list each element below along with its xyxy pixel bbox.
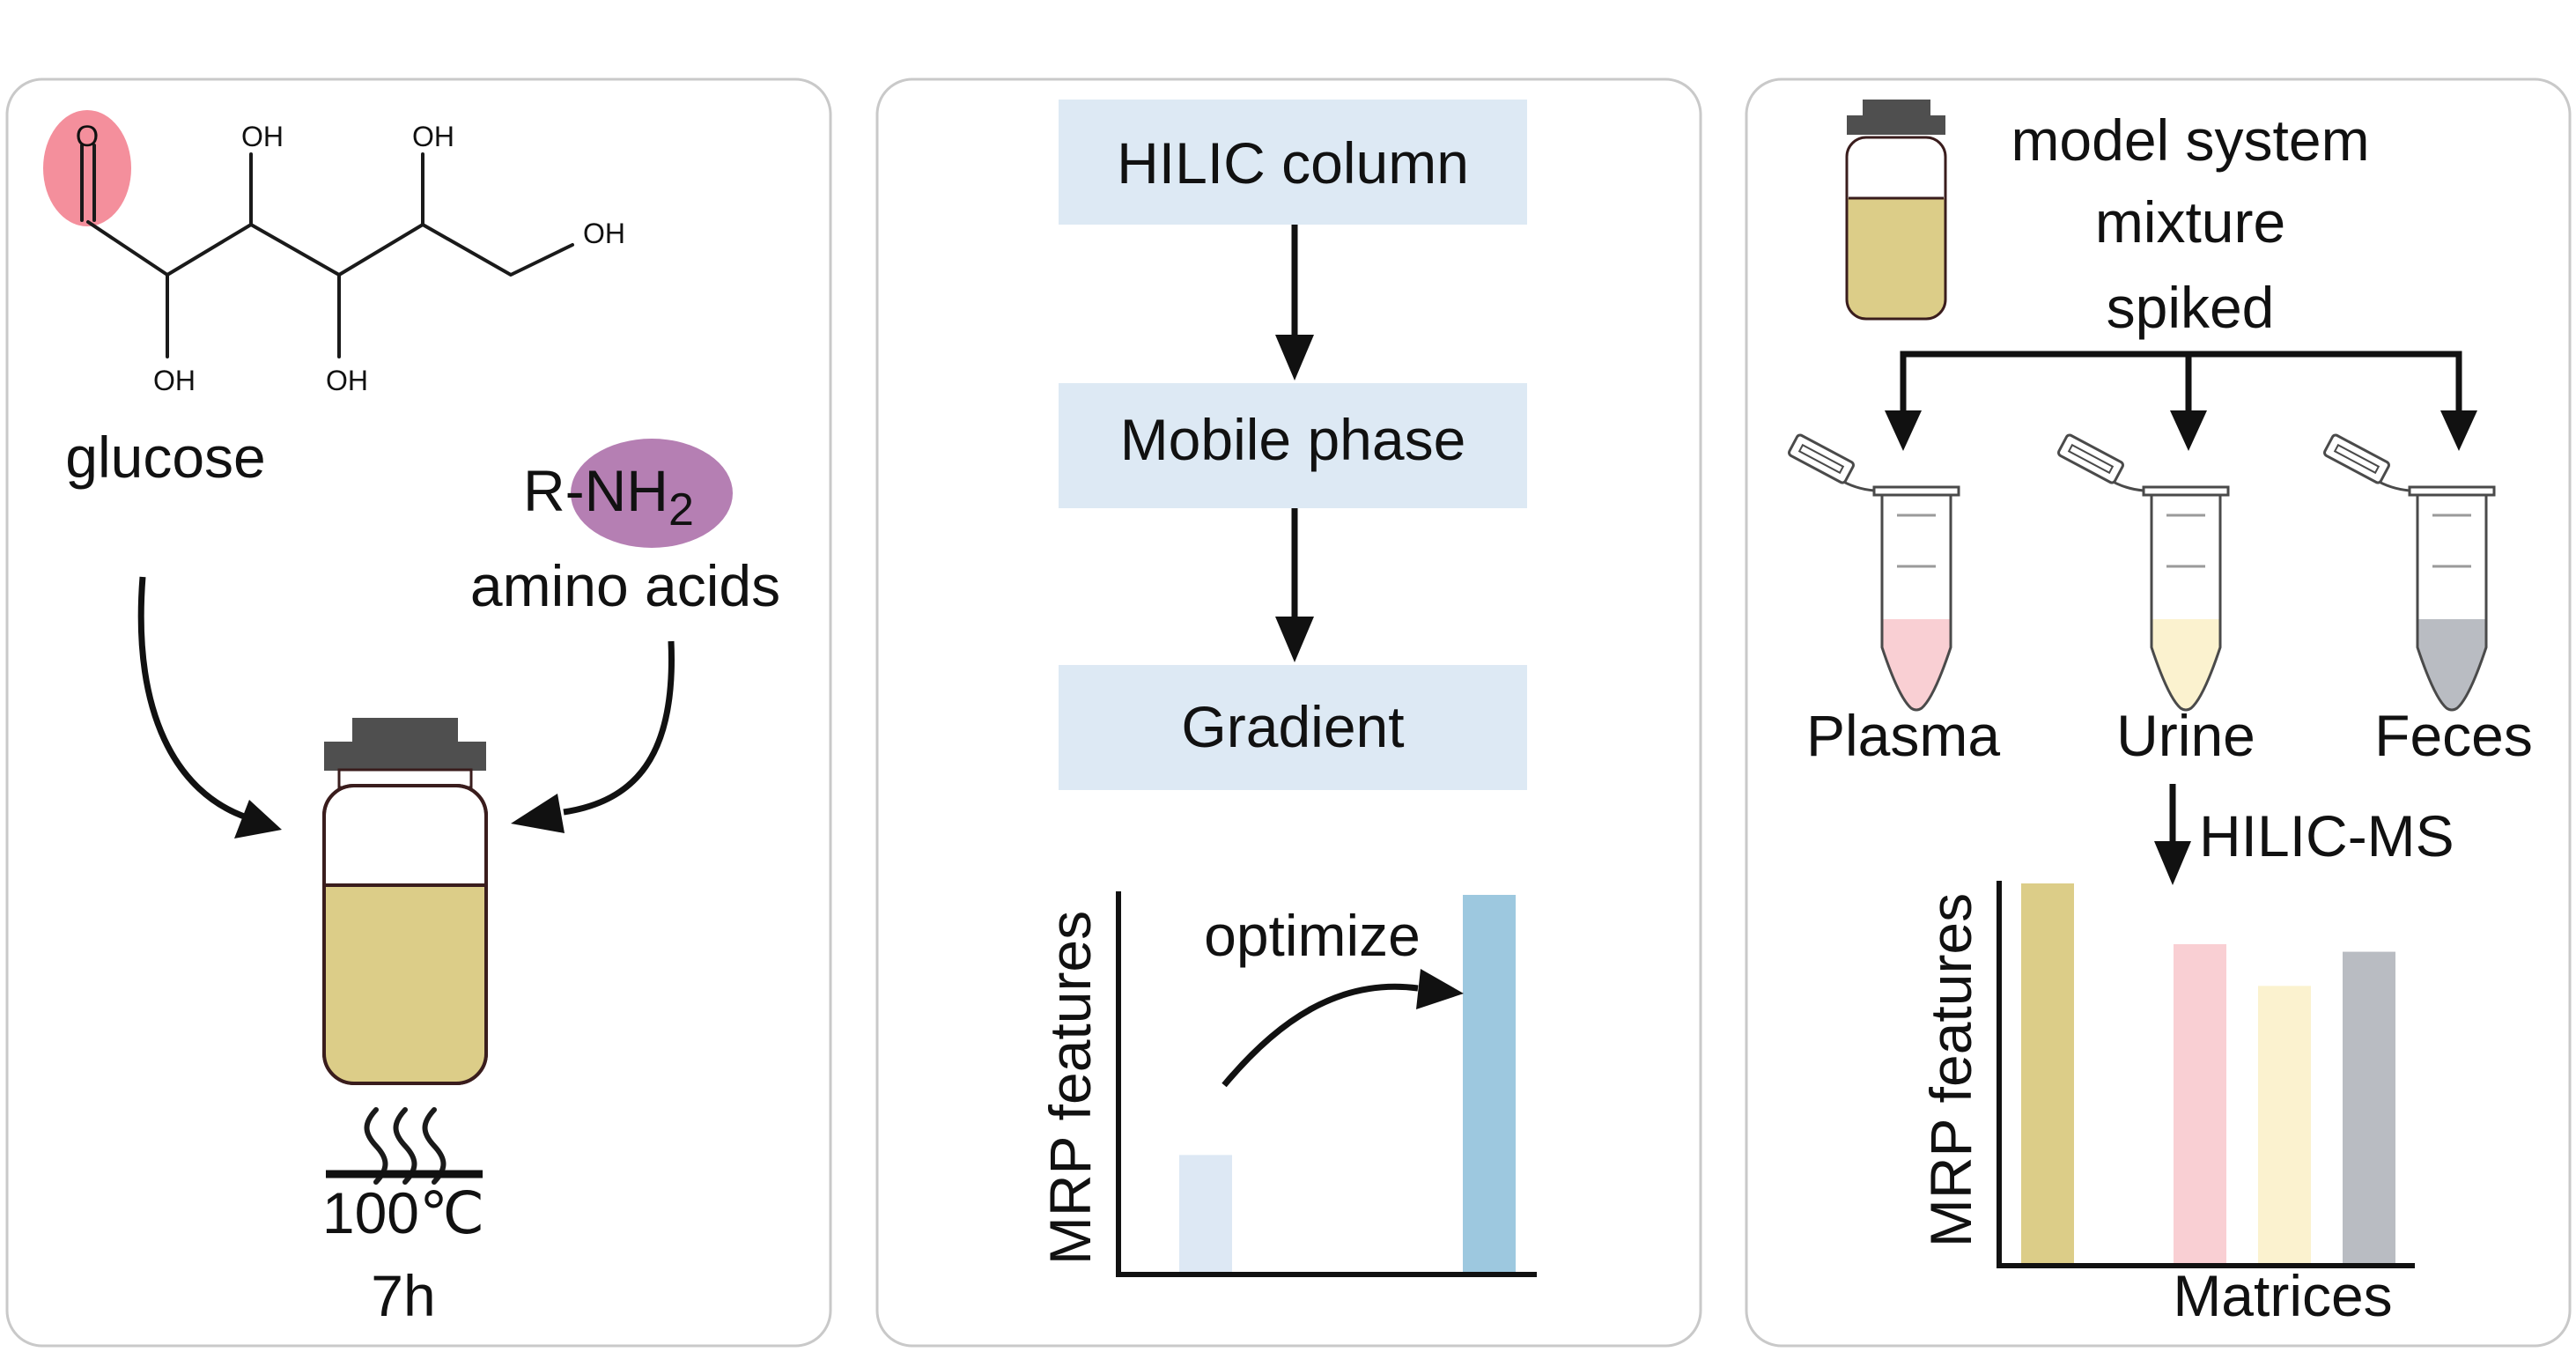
hilic-ms-label: HILIC-MS — [2199, 803, 2454, 868]
oh-label: OH — [326, 365, 368, 396]
bar-feces — [2343, 951, 2395, 1263]
aldehyde-highlight — [43, 110, 131, 226]
carbonyl-double-bond — [80, 144, 96, 222]
glucose-to-vial-arrow — [137, 576, 248, 821]
vial-cap — [324, 742, 486, 771]
step-hilic-column: HILIC column — [1117, 130, 1469, 196]
step-box-gradient — [1059, 665, 1527, 790]
glucose-structure: O OH OH OH OH OH — [43, 110, 625, 396]
arrow-head — [511, 794, 565, 833]
feces-tube — [2323, 433, 2496, 712]
heat-icon — [326, 1107, 483, 1185]
step-box-mobile-phase — [1059, 383, 1527, 508]
arrow-head — [1275, 617, 1314, 662]
tube-body — [1880, 492, 1952, 712]
vial-cap-top — [1863, 100, 1930, 117]
oxygen-label: O — [76, 120, 99, 153]
oh-label: OH — [412, 121, 454, 152]
arrow-head — [234, 800, 282, 839]
amine-prefix: R-NH — [523, 458, 668, 523]
amino-acids-label: amino acids — [470, 553, 780, 618]
amine-subscript: 2 — [668, 484, 694, 536]
optimize-label: optimize — [1204, 903, 1421, 968]
arrow-head — [2170, 410, 2207, 451]
optimization-chart: MRP features optimize — [1037, 891, 1537, 1277]
amine-highlight — [571, 439, 733, 548]
arrow-head — [1275, 335, 1314, 380]
tube-liquid — [2417, 619, 2486, 710]
step-mobile-phase: Mobile phase — [1120, 407, 1466, 472]
tube-body — [2150, 492, 2222, 712]
matrices-chart: MRP features Matrices — [1918, 881, 2415, 1328]
tube-rim — [2408, 485, 2496, 497]
urine-tube — [2057, 433, 2230, 712]
arrow-head — [2154, 841, 2191, 885]
sample-tubes — [1788, 433, 2496, 712]
amine-formula: R-NH2 — [523, 458, 694, 536]
bar-optimized — [1463, 895, 1516, 1272]
x-axis-label: Matrices — [2173, 1263, 2392, 1328]
bar-urine — [2258, 986, 2311, 1263]
split-arrows — [1885, 351, 2477, 451]
optimize-arrow — [1222, 983, 1419, 1088]
chart-axes — [1997, 881, 2415, 1268]
chart-axes — [1116, 891, 1537, 1277]
temperature-label: 100℃ — [322, 1180, 484, 1245]
arrow-head — [2440, 410, 2477, 451]
duration-label: 7h — [371, 1263, 435, 1328]
bar-model-system — [2021, 883, 2074, 1263]
oh-label: OH — [583, 218, 625, 249]
tube-label-urine: Urine — [2116, 703, 2255, 768]
plasma-tube — [1788, 433, 1960, 712]
tube-lid — [2057, 433, 2124, 484]
oh-label: OH — [241, 121, 284, 152]
tube-label-feces: Feces — [2374, 703, 2533, 768]
hydroxyl-bonds — [166, 152, 424, 358]
vial-outline — [1845, 136, 1947, 321]
step-box-hilic-column — [1059, 100, 1527, 225]
vial-liquid — [1847, 198, 1945, 319]
vial-text-line-2: mixture — [2095, 189, 2285, 255]
reaction-vial — [322, 718, 488, 1085]
y-axis-label: MRP features — [1037, 911, 1103, 1265]
glucose-label: glucose — [65, 425, 266, 490]
arrow-head — [1885, 410, 1922, 451]
amino-acids-to-vial-arrow — [563, 640, 675, 816]
vial-outline — [322, 784, 488, 1085]
arrow-head — [1416, 969, 1464, 1009]
vial-liquid — [324, 885, 486, 1083]
tube-lid — [1788, 433, 1855, 484]
vial-cap-top — [352, 718, 458, 744]
tube-liquid — [1882, 619, 1951, 710]
vial-text-line-3: spiked — [2107, 275, 2275, 340]
y-axis-label: MRP features — [1918, 893, 1983, 1247]
vial-cap — [1847, 115, 1945, 135]
tube-liquid — [2152, 619, 2220, 710]
oh-label: OH — [153, 365, 196, 396]
spiked-vial — [1845, 100, 1947, 321]
step-gradient: Gradient — [1181, 694, 1404, 759]
tube-lid — [2323, 433, 2390, 484]
tube-rim — [1872, 485, 1960, 497]
vial-text-line-1: model system — [2011, 107, 2369, 173]
bar-plasma — [2174, 943, 2226, 1263]
tube-rim — [2142, 485, 2230, 497]
bar-before — [1179, 1155, 1232, 1272]
tube-body — [2416, 492, 2488, 712]
tube-label-plasma: Plasma — [1806, 703, 2000, 768]
panel-left — [5, 78, 832, 1348]
